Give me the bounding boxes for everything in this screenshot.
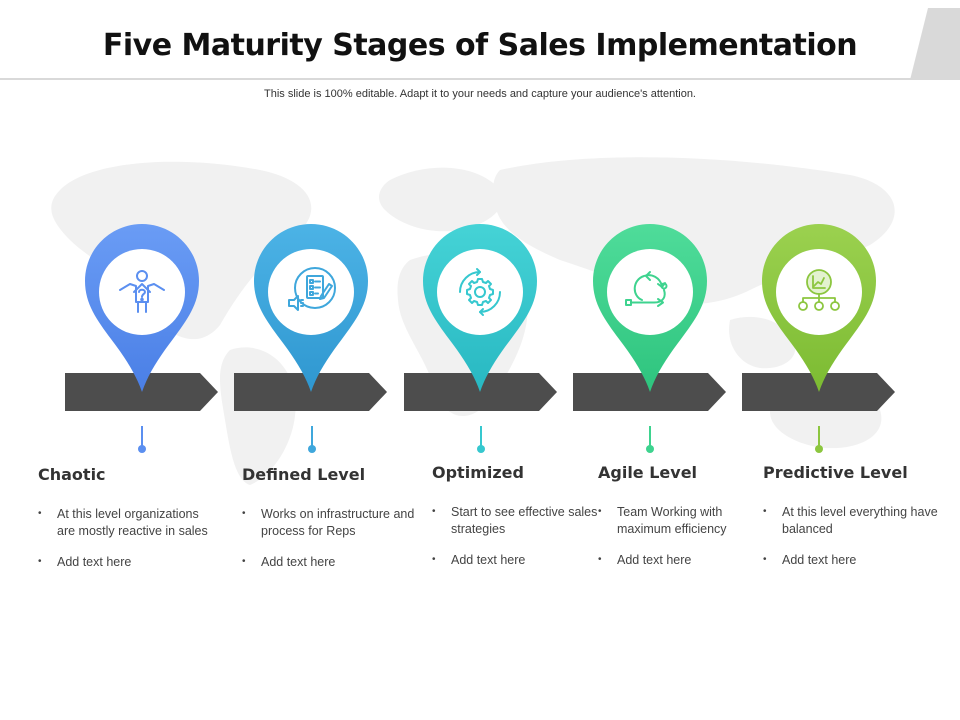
- bullet-item: Start to see effective sales strategies: [432, 504, 607, 537]
- connector-dot-2: [308, 445, 316, 453]
- connector-line-2: [311, 426, 313, 450]
- confused-person-icon: [119, 270, 165, 313]
- connector-line-1: [141, 426, 143, 450]
- stage-bullets-5: At this level everything have balanced A…: [763, 504, 938, 584]
- connector-line-4: [649, 426, 651, 450]
- arrow-bar-1: [65, 373, 218, 411]
- bullet-item: Add text here: [38, 554, 213, 571]
- bullet-item: At this level organizations are mostly r…: [38, 506, 213, 539]
- page-title: Five Maturity Stages of Sales Implementa…: [102, 28, 858, 63]
- stage-bullets-4: Team Working with maximum efficiency Add…: [598, 504, 773, 584]
- bullet-item: Works on infrastructure and process for …: [242, 506, 417, 539]
- connector-dot-5: [815, 445, 823, 453]
- connector-dot-1: [138, 445, 146, 453]
- page-subtitle: This slide is 100% editable. Adapt it to…: [264, 88, 696, 100]
- stage-icon-3: [437, 249, 523, 335]
- title-rule: [0, 78, 915, 80]
- connector-line-3: [480, 426, 482, 450]
- stage-title-4: Agile Level: [598, 463, 698, 482]
- bullet-item: Add text here: [763, 552, 938, 569]
- checklist-clipboard-icon: [288, 267, 336, 311]
- stage-icon-1: [99, 249, 185, 335]
- bullet-item: Add text here: [432, 552, 607, 569]
- stage-icon-5: [776, 249, 862, 335]
- predictive-chart-icon: [798, 269, 840, 311]
- corner-decoration: [910, 8, 960, 80]
- stage-bullets-3: Start to see effective sales strategies …: [432, 504, 607, 584]
- connector-dot-4: [646, 445, 654, 453]
- stage-title-5: Predictive Level: [763, 463, 908, 482]
- stage-bullets-2: Works on infrastructure and process for …: [242, 506, 417, 586]
- bullet-item: Add text here: [242, 554, 417, 571]
- arrow-bar-2: [234, 373, 387, 411]
- bullet-item: Team Working with maximum efficiency: [598, 504, 773, 537]
- agile-loop-icon: [625, 271, 668, 307]
- arrow-bar-4: [573, 373, 726, 411]
- bullet-item: At this level everything have balanced: [763, 504, 938, 537]
- stage-title-2: Defined Level: [242, 465, 366, 484]
- stage-icon-4: [607, 249, 693, 335]
- arrow-bar-3: [404, 373, 557, 411]
- connector-dot-3: [477, 445, 485, 453]
- stage-bullets-1: At this level organizations are mostly r…: [38, 506, 213, 586]
- connector-line-5: [818, 426, 820, 450]
- arrow-bar-5: [742, 373, 895, 411]
- stage-title-1: Chaotic: [38, 465, 106, 484]
- bullet-item: Add text here: [598, 552, 773, 569]
- title-band: [0, 0, 960, 82]
- stage-title-3: Optimized: [432, 463, 524, 482]
- stage-icon-2: [268, 249, 354, 335]
- gear-cycle-icon: [459, 268, 501, 316]
